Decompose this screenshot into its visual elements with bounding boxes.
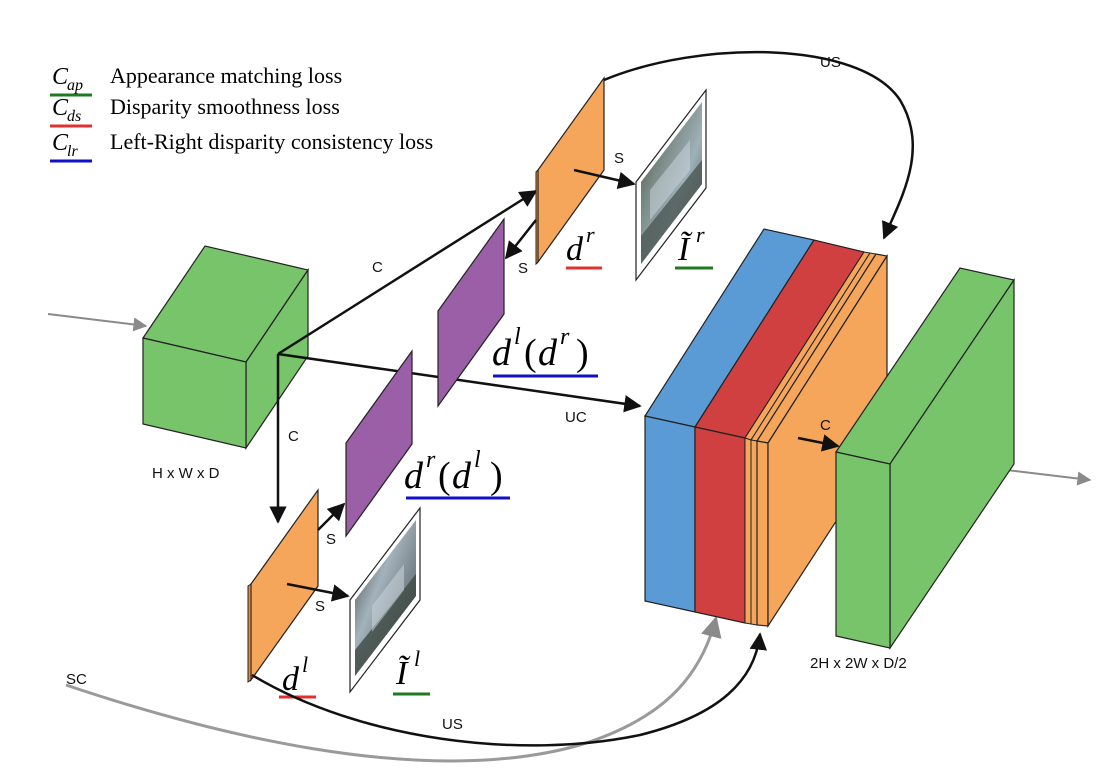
symbol-dr-dl-inner-sup: l	[474, 447, 481, 473]
sample-label-bottom: S	[315, 598, 325, 615]
legend-subscript: ap	[67, 77, 83, 94]
conv-label-left: C	[288, 428, 299, 445]
paren-open: (	[438, 455, 451, 497]
symbol-dl-dr-inner-sup: r	[560, 324, 570, 350]
legend-label: Disparity smoothness loss	[110, 94, 340, 119]
symbol-dl-dr-sup: l	[514, 324, 521, 350]
paren-close: )	[576, 332, 589, 374]
upsample-label-bottom: US	[442, 716, 463, 733]
upsample-label-top: US	[820, 54, 841, 71]
warped-disparity-left	[437, 217, 505, 408]
legend-label: Appearance matching loss	[110, 63, 342, 88]
legend-symbol: C	[52, 64, 69, 90]
upsample-arrow-top	[603, 50, 915, 240]
symbol-il: Ĩ l	[393, 646, 430, 696]
symbol-dr-dl: d r ( d l )	[404, 447, 510, 500]
sample-label-up: S	[326, 531, 336, 548]
symbol-il-base: Ĩ	[395, 655, 411, 692]
legend-subscript: lr	[67, 143, 78, 160]
sample-arrow-right	[573, 168, 636, 189]
legend: C ap Appearance matching loss C ds Dispa…	[50, 63, 433, 163]
symbol-dr-sup: r	[586, 222, 595, 247]
symbol-dl-dr: d l ( d r )	[492, 324, 598, 378]
sample-label-top: S	[614, 150, 624, 167]
symbol-dr-dl-sup: r	[426, 447, 436, 473]
input-arrow	[47, 313, 148, 332]
sample-arrow-left	[286, 582, 350, 602]
legend-label: Left-Right disparity consistency loss	[110, 129, 433, 154]
upconv-label: UC	[565, 409, 587, 426]
symbol-dl-dr-base: d	[492, 332, 512, 374]
skip-connection-label: SC	[66, 671, 87, 688]
output-feature-block	[835, 267, 1015, 650]
symbol-ir: Ĩ r	[675, 222, 713, 270]
concatenated-feature-stack	[644, 228, 888, 629]
symbol-dl: d l	[279, 652, 316, 699]
symbol-dl-base: d	[282, 661, 300, 698]
legend-subscript: ds	[67, 108, 81, 125]
conv-label-right: C	[820, 417, 831, 434]
paren-close: )	[490, 455, 503, 497]
upsample-arrow-bottom	[251, 632, 767, 747]
legend-symbol: C	[52, 95, 69, 121]
input-feature-block	[142, 245, 309, 450]
input-dims-label: H x W x D	[152, 465, 220, 482]
reconstructed-image-right	[635, 88, 707, 282]
warped-disparity-right	[345, 349, 413, 538]
conv-arrow-right	[797, 434, 840, 452]
output-dims-label: 2H x 2W x D/2	[810, 655, 907, 672]
symbol-ir-base: Ĩ	[677, 231, 693, 268]
conv-label-top: C	[372, 259, 383, 276]
conv-arrow-top	[277, 189, 538, 356]
disparity-map-left	[247, 488, 319, 683]
legend-symbol: C	[52, 130, 69, 156]
sample-label-back: S	[518, 260, 528, 277]
symbol-il-sup: l	[414, 646, 420, 671]
upconv-arrow	[277, 352, 642, 413]
disparity-map-right	[535, 76, 605, 266]
skip-connection-arrow	[65, 615, 722, 763]
reconstructed-image-left	[349, 506, 421, 694]
symbol-dr-dl-base: d	[404, 455, 424, 497]
sample-arrow-back	[504, 219, 537, 260]
paren-open: (	[524, 332, 537, 374]
symbol-dr: d r	[566, 222, 602, 270]
symbol-dl-dr-inner: d	[538, 332, 558, 374]
symbol-dl-sup: l	[302, 652, 308, 677]
legend-item-smoothness: C ds Disparity smoothness loss	[50, 94, 340, 128]
sample-arrow-up	[317, 502, 346, 531]
legend-item-consistency: C lr Left-Right disparity consistency lo…	[50, 129, 433, 163]
symbol-dr-dl-inner: d	[452, 455, 472, 497]
symbol-ir-sup: r	[696, 222, 705, 247]
legend-item-appearance: C ap Appearance matching loss	[50, 63, 342, 97]
symbol-dr-base: d	[566, 231, 584, 268]
